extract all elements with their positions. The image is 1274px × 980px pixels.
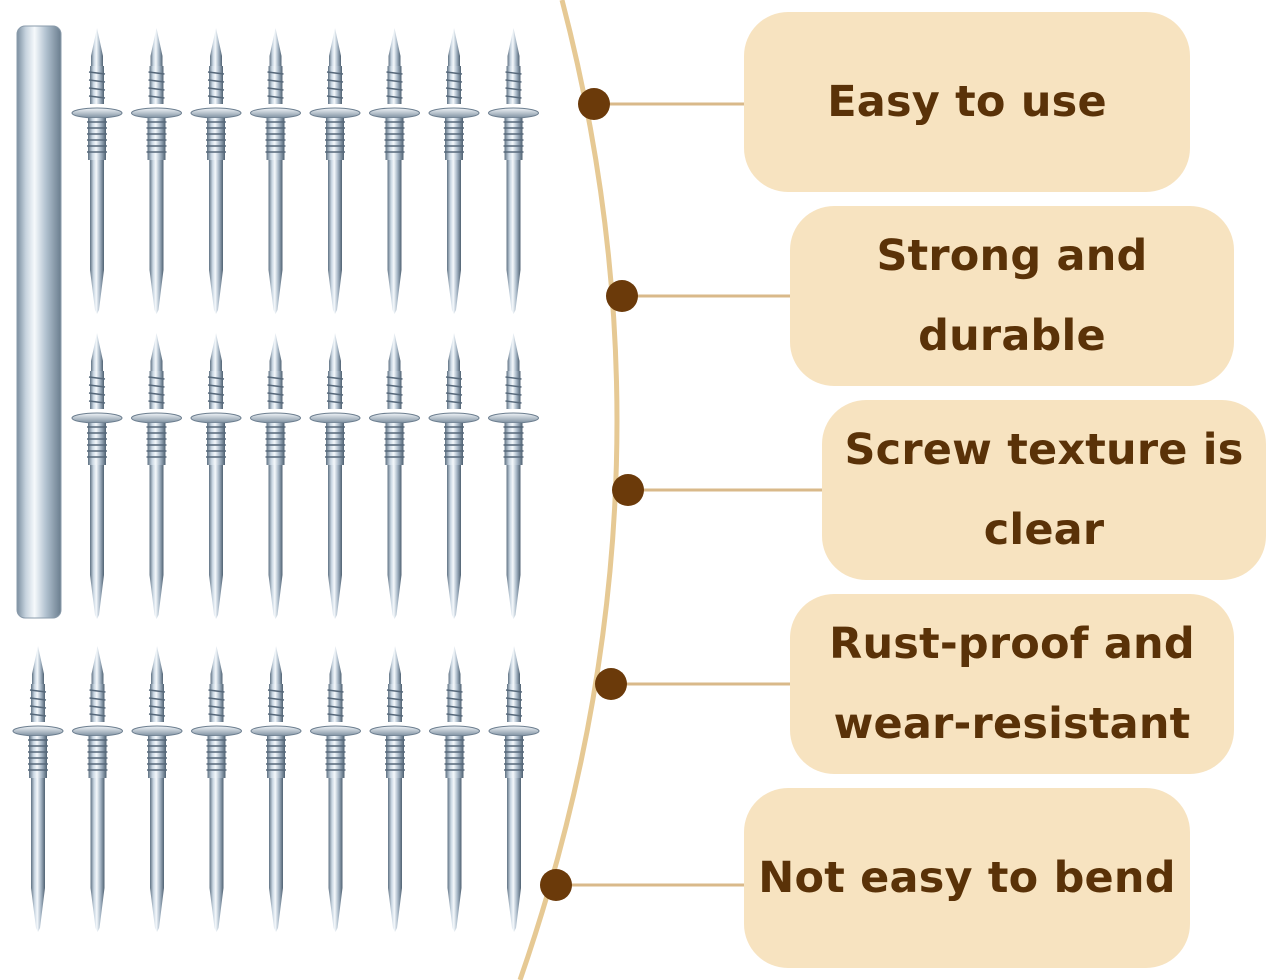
nail-pin <box>130 27 183 315</box>
nail-pin <box>368 332 421 620</box>
nail-pin <box>71 332 123 620</box>
nail-pin <box>368 27 421 315</box>
nail-pin <box>250 645 302 933</box>
nail-pin <box>249 332 302 620</box>
nail-pin <box>130 332 183 620</box>
feature-line: Not easy to bend <box>758 853 1176 903</box>
nail-pin <box>487 332 540 620</box>
nail-pin <box>12 645 64 933</box>
feature-box-easy-to-use: Easy to use <box>744 12 1190 192</box>
feature-line: clear <box>983 505 1105 555</box>
bullet-dot <box>606 280 638 312</box>
connector-2 <box>606 280 790 312</box>
feature-box-rust-proof: Rust-proof and wear-resistant <box>790 594 1234 774</box>
nail-pin <box>190 332 242 620</box>
nail-pin <box>309 27 361 315</box>
nail-pin <box>309 645 362 933</box>
nail-pin <box>249 27 302 315</box>
feature-line: wear-resistant <box>833 699 1191 749</box>
nail-pin <box>190 27 242 315</box>
nail-pins-group <box>12 27 540 933</box>
nail-pin <box>71 27 123 315</box>
nail-pin <box>487 27 540 315</box>
feature-line: Strong and <box>876 231 1148 281</box>
nail-pin <box>309 332 361 620</box>
nail-pin <box>428 27 480 315</box>
feature-box-screw-texture: Screw texture is clear <box>822 400 1266 580</box>
bullet-dot <box>578 88 610 120</box>
nail-pin <box>71 645 124 933</box>
steel-rod <box>16 25 62 619</box>
feature-box-strong-and-durable: Strong and durable <box>790 206 1234 386</box>
nail-pin <box>488 645 540 933</box>
nail-pin <box>190 645 243 933</box>
connector-3 <box>612 474 822 506</box>
bullet-dot <box>612 474 644 506</box>
feature-box-not-easy-to-bend: Not easy to bend <box>744 788 1190 968</box>
connector-5 <box>540 869 744 901</box>
connector-4 <box>595 668 790 700</box>
separator-arc <box>517 0 620 980</box>
feature-line: Screw texture is <box>844 425 1244 475</box>
feature-line: Rust-proof and <box>829 619 1195 669</box>
nail-pin <box>131 645 183 933</box>
feature-line: Easy to use <box>827 77 1107 127</box>
nail-pin <box>369 645 421 933</box>
feature-line: durable <box>918 311 1106 361</box>
bullet-dot <box>540 869 572 901</box>
nail-pin <box>428 645 481 933</box>
nail-pin <box>428 332 480 620</box>
connector-1 <box>578 88 744 120</box>
bullet-dot <box>595 668 627 700</box>
